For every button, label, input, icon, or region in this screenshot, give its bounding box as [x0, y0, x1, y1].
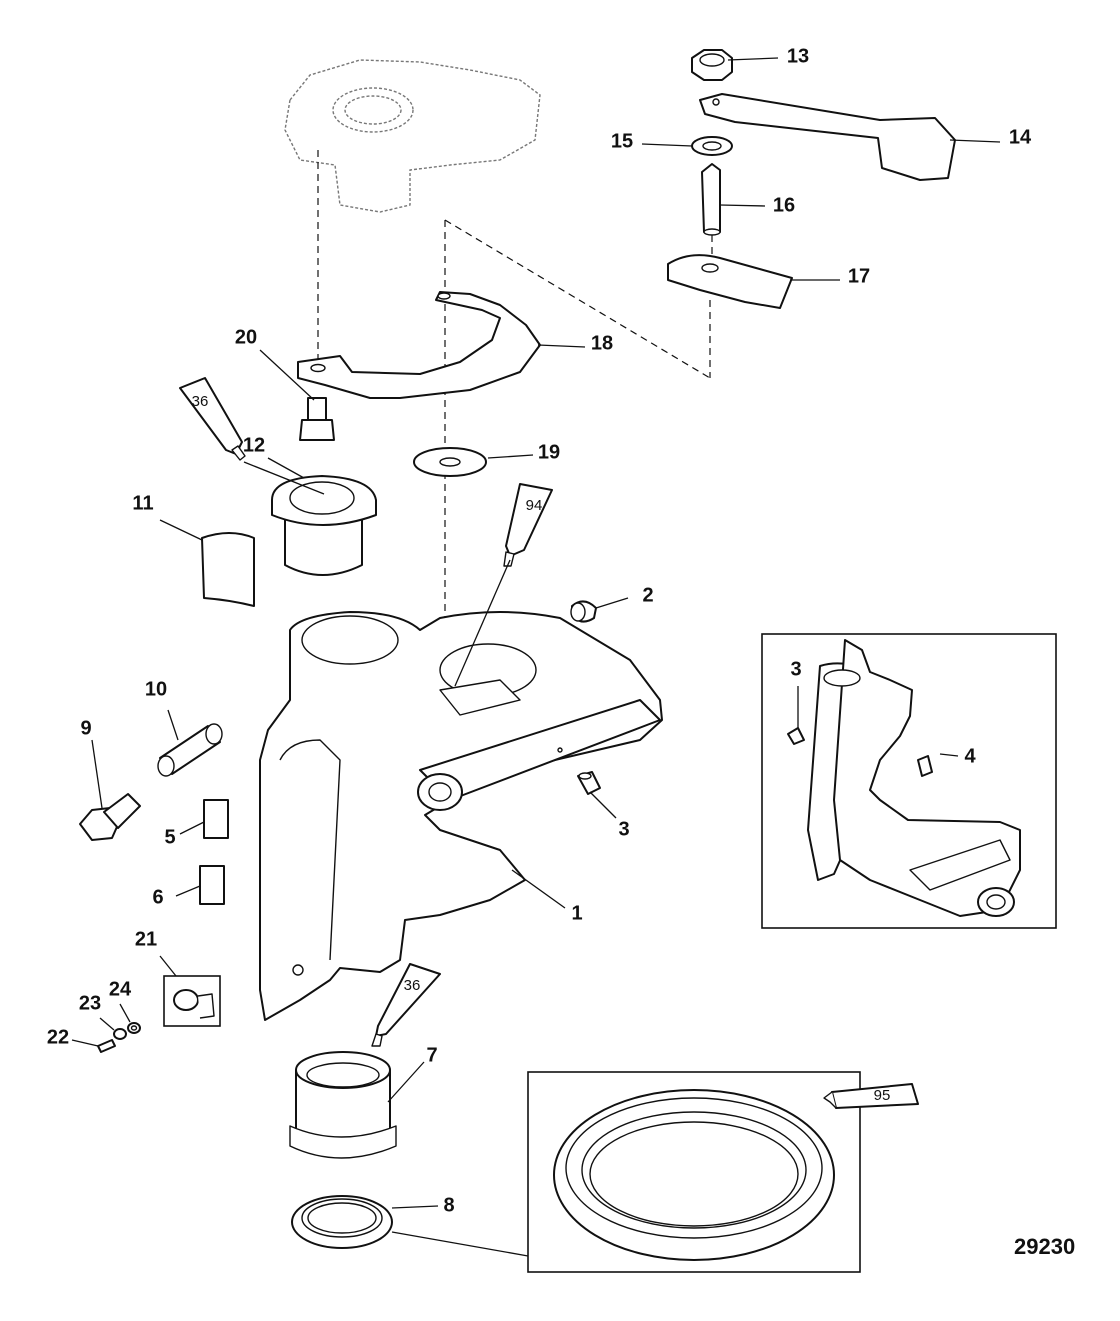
washer-15: [691, 136, 733, 156]
callout-9: 9: [80, 717, 91, 739]
lubricant-tube-36-upper: 36: [179, 377, 246, 461]
callout-22: 22: [47, 1026, 69, 1048]
callout-10: 10: [145, 678, 167, 700]
lever-14: [699, 93, 956, 181]
leader-lines: [71, 57, 1001, 1257]
callout-7: 7: [426, 1044, 437, 1066]
callout-8: 8: [443, 1194, 454, 1216]
callout-17: 17: [848, 265, 870, 287]
grease-fitting-3: [577, 771, 601, 795]
callout-3-inset: 3: [790, 658, 801, 680]
callout-14: 14: [1009, 126, 1032, 148]
cap-2: [570, 600, 597, 623]
bushing-12: [271, 475, 377, 576]
ghost-housing: [284, 59, 541, 213]
bolt-20: [299, 397, 335, 441]
callout-21: 21: [135, 928, 157, 950]
callout-1: 1: [571, 902, 582, 924]
callout-19: 19: [538, 441, 560, 463]
tube-label: 36: [404, 977, 421, 994]
arc-bracket-18: [297, 291, 541, 399]
pad-11: [201, 532, 255, 607]
plate-17: [667, 254, 793, 309]
callout-20: 20: [235, 326, 257, 348]
pad-6: [199, 865, 225, 905]
seal-8: [291, 1195, 393, 1249]
callout-numbers: 13 14 15 16 17 18 20 19 12 11 2 10 9 3 5…: [47, 45, 1075, 1259]
callout-5: 5: [164, 826, 175, 848]
pad-5: [203, 799, 229, 839]
callout-11: 11: [132, 492, 153, 514]
callout-2: 2: [642, 584, 653, 606]
tube-label: 94: [526, 497, 543, 514]
sensor-21: [163, 975, 221, 1027]
lubricant-tube-94: 94: [503, 483, 553, 567]
callout-3: 3: [618, 818, 629, 840]
swivel-bracket-1: [259, 611, 663, 1021]
tube-label: 36: [192, 393, 209, 410]
tube-label: 95: [874, 1087, 891, 1104]
lock-nut-13: [691, 49, 733, 81]
callout-23: 23: [79, 992, 101, 1014]
bushing-7: [289, 1051, 397, 1159]
pin-16: [701, 163, 721, 236]
lubricant-tube-36-lower: 36: [371, 963, 441, 1047]
callout-15: 15: [611, 130, 633, 152]
callout-13: 13: [787, 45, 809, 67]
figure-id: 29230: [1014, 1234, 1075, 1259]
washer-23: [113, 1028, 127, 1040]
callout-18: 18: [591, 332, 613, 354]
washer-24: [127, 1022, 141, 1034]
callout-24: 24: [109, 978, 132, 1000]
screw-22: [97, 1039, 116, 1053]
inset-view-box: [761, 633, 1057, 929]
callout-6: 6: [152, 886, 163, 908]
sleeve-10: [157, 723, 223, 777]
bolt-9: [79, 793, 141, 841]
callout-4: 4: [964, 745, 976, 767]
washer-19: [413, 447, 487, 477]
seal-detail-box: 95: [527, 1071, 919, 1273]
callout-16: 16: [773, 194, 795, 216]
callout-12: 12: [243, 434, 265, 456]
